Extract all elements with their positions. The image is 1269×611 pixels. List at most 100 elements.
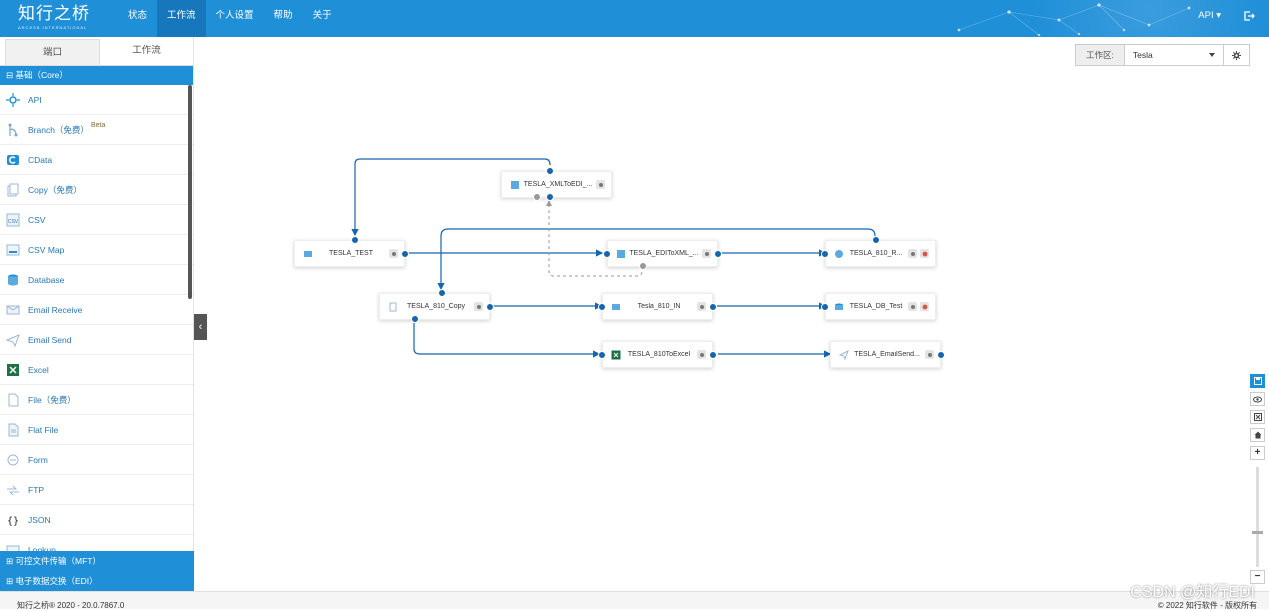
canvas-toolbar: + <box>1250 374 1266 464</box>
gear-icon[interactable] <box>474 302 483 311</box>
home-button[interactable] <box>1250 428 1265 442</box>
connector-api[interactable]: API <box>0 85 193 115</box>
output-port-bottom[interactable] <box>411 315 419 323</box>
email-send-icon <box>6 333 20 347</box>
connector-label: Lookup <box>28 544 56 554</box>
nav-help[interactable]: 帮助 <box>273 10 293 21</box>
input-port[interactable] <box>821 250 829 258</box>
connector-label: CData <box>28 154 53 165</box>
preview-button[interactable] <box>1250 392 1265 406</box>
zoom-in-button[interactable]: + <box>1250 446 1265 460</box>
json-icon: {} <box>6 513 20 527</box>
nav-personal-settings[interactable]: 个人设置 <box>215 10 254 21</box>
connector-database[interactable]: Database <box>0 265 193 295</box>
tab-workflow[interactable]: 工作流 <box>132 45 161 56</box>
flow-node-tesla-810-in[interactable]: Tesla_810_IN <box>598 293 717 320</box>
workspace-selector: 工作区: Tesla <box>1075 44 1250 66</box>
group-edi-header[interactable]: ⊞ 电子数据交换（EDI） <box>0 571 194 591</box>
connector-email-receive[interactable]: Email Receive <box>0 295 193 325</box>
error-port[interactable] <box>533 193 541 201</box>
database-icon <box>6 273 20 287</box>
workspace-settings-button[interactable] <box>1222 45 1249 65</box>
minus-icon: − <box>1254 571 1261 582</box>
connector-copy[interactable]: Copy（免费） <box>0 175 193 205</box>
gear-icon[interactable] <box>389 249 398 258</box>
sidebar-collapse-toggle[interactable]: ‹ <box>194 314 207 340</box>
gear-icon[interactable] <box>925 350 934 359</box>
input-port[interactable] <box>598 303 606 311</box>
error-port[interactable] <box>639 262 647 270</box>
file-icon <box>6 393 20 407</box>
input-port[interactable] <box>598 351 606 359</box>
flow-node-tesla-test[interactable]: TESLA_TEST <box>294 236 409 267</box>
connector-email-send[interactable]: Email Send <box>0 325 193 355</box>
connector-json[interactable]: {} JSON <box>0 505 193 535</box>
output-port[interactable] <box>401 250 409 258</box>
gear-icon[interactable] <box>596 180 605 189</box>
output-port[interactable] <box>486 303 494 311</box>
copy-icon <box>6 183 20 197</box>
save-button[interactable] <box>1250 374 1265 388</box>
connector-label: CSV Map <box>28 244 65 255</box>
connector-csv[interactable]: CSV CSV <box>0 205 193 235</box>
connector-ftp[interactable]: FTP <box>0 475 193 505</box>
gear-icon[interactable] <box>697 350 706 359</box>
connector-lookup[interactable]: Lookup <box>0 535 193 553</box>
connector-cdata[interactable]: CData <box>0 145 193 175</box>
flow-node-xmltoedi[interactable]: TESLA_XMLToEDI_... <box>501 167 612 201</box>
input-port[interactable] <box>546 167 554 175</box>
footer: 知行之桥® 2020 - 20.0.7867.0 © 2022 知行软件 - 版… <box>0 591 1269 610</box>
workflow-canvas[interactable]: TESLA_XMLToEDI_... TESLA_TEST TESLA_EDIT… <box>195 37 1269 591</box>
zoom-slider-thumb[interactable] <box>1252 531 1263 534</box>
connector-flat-file[interactable]: Flat File <box>0 415 193 445</box>
flow-node-tesla-db-test[interactable]: TESLA_DB_Test <box>821 293 936 320</box>
output-port[interactable] <box>709 303 717 311</box>
constellation-decoration <box>957 3 1191 37</box>
input-port[interactable] <box>351 236 359 244</box>
gear-icon[interactable] <box>908 249 917 258</box>
app-logo[interactable]: 知行之桥 ARCESB INTERNATIONAL <box>18 3 93 33</box>
tab-ports[interactable]: 端口 <box>5 39 100 65</box>
logout-icon[interactable] <box>1243 10 1255 22</box>
connector-label: Database <box>28 274 65 285</box>
connector-form[interactable]: Form <box>0 445 193 475</box>
zoom-out-button[interactable]: − <box>1250 570 1265 584</box>
flow-node-editoxml[interactable]: TESLA_EDIToXML_... <box>603 240 722 270</box>
node-label: TESLA_EmailSend... <box>854 351 920 358</box>
cdata-icon <box>6 153 20 167</box>
input-port[interactable] <box>821 303 829 311</box>
flow-node-tesla-810-to-excel[interactable]: TESLA_810ToExcel <box>598 341 717 368</box>
xml-node-icon <box>511 180 519 189</box>
output-port[interactable] <box>709 351 717 359</box>
stop-icon[interactable] <box>920 302 929 311</box>
output-port[interactable] <box>714 250 722 258</box>
svg-text:CSV: CSV <box>8 219 19 225</box>
output-port[interactable] <box>546 193 554 201</box>
nav-about[interactable]: 关于 <box>312 10 332 21</box>
connector-file[interactable]: File（免费） <box>0 385 193 415</box>
zoom-slider[interactable] <box>1256 467 1259 567</box>
output-port[interactable] <box>872 236 880 244</box>
nav-workflow[interactable]: 工作流 <box>157 0 206 37</box>
api-dropdown[interactable]: API ▾ <box>1198 10 1221 21</box>
flow-node-tesla-810-r[interactable]: TESLA_810_R... <box>821 236 936 267</box>
gear-icon[interactable] <box>702 249 711 258</box>
gear-icon[interactable] <box>697 302 706 311</box>
group-core-header[interactable]: ⊟ 基础（Core） <box>0 66 193 85</box>
output-port[interactable] <box>937 351 945 359</box>
stop-icon[interactable] <box>920 249 929 258</box>
flow-node-tesla-email-send[interactable]: TESLA_EmailSend... <box>830 341 945 368</box>
connector-excel[interactable]: Excel <box>0 355 193 385</box>
input-port[interactable] <box>438 289 446 297</box>
flow-node-tesla-810-copy[interactable]: TESLA_810_Copy <box>379 289 494 323</box>
gear-icon[interactable] <box>908 302 917 311</box>
group-mft-header[interactable]: ⊞ 可控文件传输（MFT） <box>0 551 194 571</box>
sidebar-scrollbar[interactable] <box>188 85 192 299</box>
workspace-dropdown[interactable]: Tesla <box>1124 45 1223 65</box>
gear-icon <box>1231 50 1241 60</box>
input-port[interactable] <box>603 250 611 258</box>
connector-csv-map[interactable]: CSV Map <box>0 235 193 265</box>
connector-branch[interactable]: Branch（免费） Beta <box>0 115 193 145</box>
fit-view-button[interactable] <box>1250 410 1265 424</box>
nav-status[interactable]: 状态 <box>128 10 148 21</box>
